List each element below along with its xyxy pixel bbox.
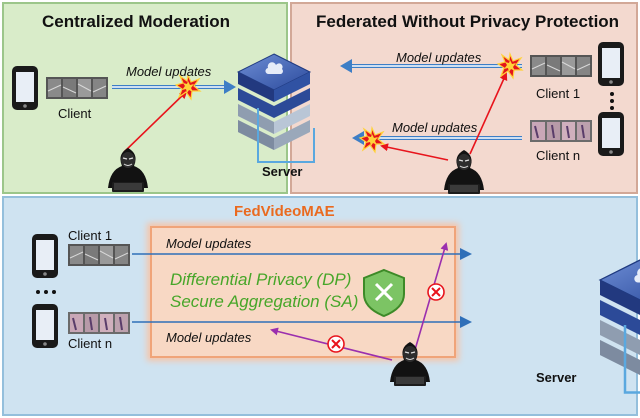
federated-client-n-label: Client n: [536, 148, 581, 163]
centralized-title: Centralized Moderation: [42, 12, 230, 31]
fvm-ellipsis-dots: [36, 290, 56, 294]
ellipsis-dots: [610, 92, 614, 110]
differential-privacy-label: Differential Privacy (DP): [170, 270, 352, 289]
fvm-client-n-phone-icon: [32, 304, 58, 348]
fvm-attack-arrow-up: [411, 242, 449, 361]
fvm-client-n-label: Client n: [68, 336, 113, 351]
secure-aggregation-label: Secure Aggregation (SA): [170, 292, 359, 311]
fedvideomae-title: FedVideoMAE: [234, 203, 335, 220]
blocked-attack-icon-right: [427, 283, 445, 301]
client-1-phone-icon: [598, 42, 624, 86]
attack-arrow: [123, 90, 188, 153]
federated-model-updates-top-label: Model updates: [396, 50, 482, 65]
federated-client-1-label: Client 1: [536, 86, 581, 101]
model-update-arrow-bottom: [352, 131, 522, 145]
attack-arrow-top: [469, 72, 508, 155]
hacker-icon: [107, 147, 149, 193]
fvm-client-1-video-icon: [67, 243, 131, 267]
client-phone-icon: [12, 66, 38, 110]
privacy-shield-icon: [363, 268, 405, 318]
fvm-client-1-phone-icon: [32, 234, 58, 278]
fvm-model-updates-bottom-label: Model updates: [166, 330, 252, 345]
fvm-client-n-video-icon: [67, 311, 131, 335]
video-frames-icon: [45, 76, 109, 100]
client-n-video-icon: [529, 119, 593, 143]
federated-model-updates-bottom-label: Model updates: [392, 120, 478, 135]
attack-arrow-bottom: [380, 143, 449, 161]
hacker-icon-fvm: [389, 341, 431, 387]
client-label: Client: [58, 106, 92, 121]
federated-title: Federated Without Privacy Protection: [316, 12, 620, 31]
blocked-attack-icon-left: [327, 335, 345, 353]
client-1-video-icon: [529, 54, 593, 78]
fvm-server-icon: [598, 256, 640, 394]
client-n-phone-icon: [598, 112, 624, 156]
fvm-model-updates-top-label: Model updates: [166, 236, 252, 251]
model-update-arrow: [112, 80, 236, 94]
server-icon: [237, 53, 315, 163]
hacker-icon-federated: [443, 149, 485, 195]
model-updates-label: Model updates: [126, 64, 212, 79]
model-update-arrow-top: [340, 59, 522, 73]
server-label: Server: [262, 164, 303, 179]
fvm-client-1-label: Client 1: [68, 228, 113, 243]
fvm-server-label: Server: [536, 370, 577, 385]
